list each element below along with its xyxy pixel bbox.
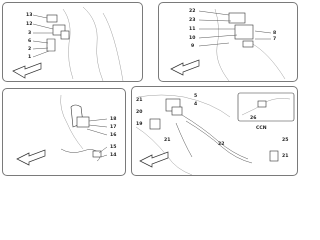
- callout-0: 13: [26, 12, 32, 18]
- callout-0: 18: [110, 116, 116, 122]
- callout-0: 22: [189, 8, 195, 14]
- part-plug: [269, 150, 279, 162]
- callout-2: 16: [110, 132, 116, 138]
- part-sensor: [76, 116, 90, 128]
- callout-5: 8: [273, 30, 276, 36]
- direction-arrow-icon: [139, 151, 169, 168]
- panel-bottom-left: 18 17 16 15 14: [2, 88, 126, 176]
- direction-arrow-icon: [170, 59, 200, 76]
- callout-6: 21: [164, 137, 170, 143]
- callout-1: 17: [110, 124, 116, 130]
- part-module: [149, 118, 161, 130]
- diagram-top-left: 13 12 3 6 2 1: [12, 6, 124, 81]
- part-relay: [228, 12, 246, 24]
- callout-4: 14: [110, 152, 116, 158]
- part-relay: [171, 106, 183, 116]
- panel-top-right: 22 23 11 10 9 8 7: [158, 2, 298, 82]
- callout-1: 23: [189, 17, 195, 23]
- part-module: [52, 24, 66, 36]
- callout-2: 11: [189, 26, 195, 32]
- callout-8: 25: [282, 137, 288, 143]
- direction-arrow-icon: [16, 149, 46, 166]
- part-plug: [242, 40, 254, 48]
- callout-3: 5: [194, 93, 197, 99]
- part-sensor: [46, 14, 58, 23]
- part-connector: [60, 30, 70, 40]
- callout-3: 6: [28, 38, 31, 44]
- diagram-bottom-right: CCN 21 20 19 5 4 26 21 22 25 21: [135, 92, 295, 175]
- callout-4: 2: [28, 46, 31, 52]
- callout-7: 22: [218, 141, 224, 147]
- part-control-unit: [234, 24, 254, 40]
- callout-0: 21: [136, 97, 142, 103]
- callout-6: 7: [273, 36, 276, 42]
- callout-5: 1: [28, 54, 31, 60]
- inset-label: CCN: [256, 125, 267, 131]
- callout-2: 19: [136, 121, 142, 127]
- callout-2: 3: [28, 30, 31, 36]
- callout-1: 12: [26, 21, 32, 27]
- callout-1: 20: [136, 109, 142, 115]
- callout-9: 21: [282, 153, 288, 159]
- diagram-bottom-left: 18 17 16 15 14: [16, 94, 116, 166]
- callout-4: 4: [194, 101, 197, 107]
- direction-arrow-icon: [12, 62, 42, 79]
- part-bracket: [46, 38, 56, 52]
- diagram-top-right: 22 23 11 10 9 8 7: [170, 8, 286, 81]
- callout-3: 10: [189, 35, 195, 41]
- callout-4: 9: [191, 43, 194, 49]
- part-connector: [92, 150, 102, 158]
- panel-top-left: 13 12 3 6 2 1: [2, 2, 143, 82]
- callout-5: 26: [250, 115, 256, 121]
- part-inset-connector: [257, 100, 267, 108]
- callout-3: 15: [110, 144, 116, 150]
- panel-bottom-right: CCN 21 20 19 5 4 26 21 22 25 21: [131, 86, 298, 176]
